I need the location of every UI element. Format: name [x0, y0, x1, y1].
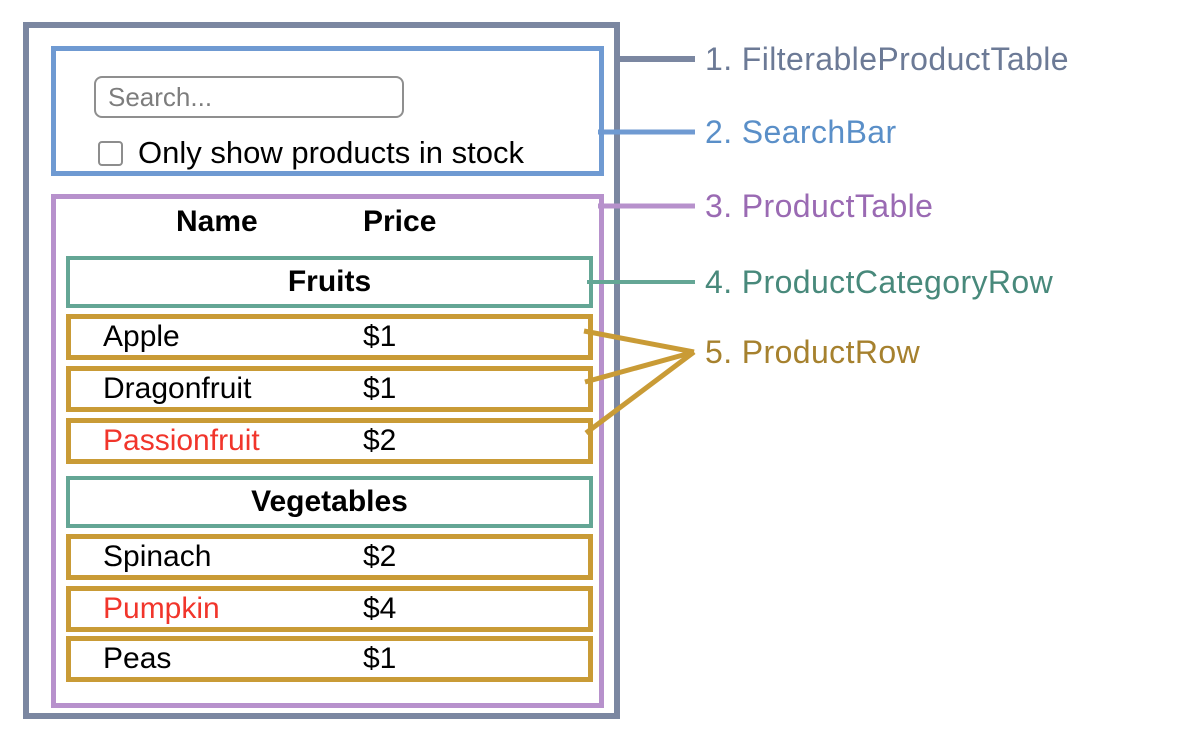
product-price: $1 — [363, 320, 397, 353]
category-label: Fruits — [287, 265, 372, 298]
product-row-pumpkin: Pumpkin $4 — [66, 586, 593, 632]
search-input[interactable] — [94, 76, 404, 118]
product-table-box: Name Price Fruits Apple $1 Dragonfruit $… — [51, 194, 604, 708]
product-row-apple: Apple $1 — [66, 314, 593, 360]
column-header-price: Price — [363, 205, 437, 238]
stock-checkbox[interactable] — [98, 140, 123, 166]
product-price: $4 — [363, 592, 397, 625]
product-name: Spinach — [103, 540, 212, 573]
product-row-spinach: Spinach $2 — [66, 534, 593, 580]
product-name: Peas — [103, 642, 172, 675]
legend-product-row: 5. ProductRow — [705, 334, 921, 370]
stock-filter-row[interactable]: Only show products in stock — [98, 135, 524, 171]
search-bar-box: Only show products in stock — [51, 46, 604, 176]
filterable-product-table-box: Only show products in stock Name Price F… — [23, 22, 620, 719]
legend-product-table: 3. ProductTable — [705, 188, 934, 224]
category-row-fruits: Fruits — [66, 256, 593, 308]
legend-filterable-product-table: 1. FilterableProductTable — [705, 41, 1069, 77]
legend-search-bar: 2. SearchBar — [705, 114, 897, 150]
product-row-peas: Peas $1 — [66, 636, 593, 682]
column-header-name: Name — [176, 205, 258, 238]
product-row-passionfruit: Passionfruit $2 — [66, 418, 593, 464]
product-name-out-of-stock: Pumpkin — [103, 592, 220, 625]
legend-product-category-row: 4. ProductCategoryRow — [705, 264, 1054, 300]
product-price: $1 — [363, 372, 397, 405]
product-price: $2 — [363, 424, 397, 457]
product-price: $1 — [363, 642, 397, 675]
product-row-dragonfruit: Dragonfruit $1 — [66, 366, 593, 412]
category-label: Vegetables — [251, 485, 408, 518]
product-name: Apple — [103, 320, 180, 353]
category-row-vegetables: Vegetables — [66, 476, 593, 528]
stock-checkbox-label: Only show products in stock — [138, 135, 524, 170]
product-name: Dragonfruit — [103, 372, 252, 405]
product-name-out-of-stock: Passionfruit — [103, 424, 260, 457]
product-price: $2 — [363, 540, 397, 573]
